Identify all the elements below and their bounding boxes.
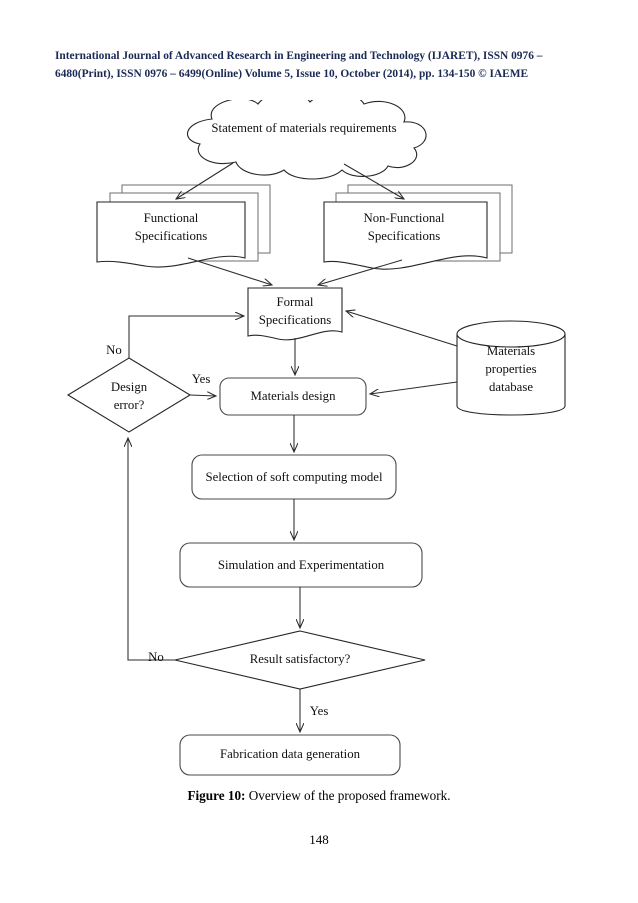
edge-database-to-formal [346, 311, 458, 347]
edge-result-no-to-design-error [128, 438, 175, 661]
edge-label-result-yes: Yes [310, 704, 329, 718]
journal-header: International Journal of Advanced Resear… [55, 47, 585, 83]
node-cloud-statement: Statement of materials requirements [187, 100, 427, 180]
node-database-label-line2: properties [485, 362, 536, 376]
edge-database-to-materials-design [370, 381, 458, 394]
node-fabrication-data: Fabrication data generation [179, 734, 401, 776]
node-materials-design-label: Materials design [251, 389, 337, 403]
edge-design-error-yes-to-materials-design [189, 395, 216, 396]
node-materials-design: Materials design [219, 377, 367, 416]
node-nonfunctional-specifications: Non-Functional Specifications [323, 184, 513, 270]
node-selection-soft-computing: Selection of soft computing model [191, 454, 397, 500]
figure-flowchart: Statement of materials requirements Func… [0, 100, 638, 790]
node-database-label-line1: Materials [487, 344, 535, 358]
journal-header-line2: 6480(Print), ISSN 0976 – 6499(Online) Vo… [55, 68, 529, 80]
node-design-error-label-line2: error? [114, 398, 145, 412]
edge-label-design-yes: Yes [192, 372, 211, 386]
node-database-label-line3: database [489, 380, 533, 394]
node-formal-label-line2: Specifications [259, 313, 332, 327]
node-materials-database: Materials properties database [456, 320, 566, 416]
node-functional-label-line2: Specifications [135, 229, 208, 243]
node-result-satisfactory: Result satisfactory? [174, 630, 426, 690]
node-nonfunctional-label-line2: Specifications [368, 229, 441, 243]
edge-functional-to-formal [187, 257, 272, 285]
node-selection-label: Selection of soft computing model [206, 470, 383, 484]
journal-header-line1: International Journal of Advanced Resear… [55, 50, 543, 62]
page-number: 148 [309, 832, 329, 847]
figure-caption: Figure 10: Overview of the proposed fram… [0, 788, 638, 804]
node-nonfunctional-label-line1: Non-Functional [363, 211, 444, 225]
node-formal-label-line1: Formal [277, 295, 314, 309]
edge-cloud-to-functional [176, 162, 234, 199]
node-design-error: Design error? [66, 357, 192, 433]
edge-cloud-to-nonfunctional [343, 163, 404, 199]
node-result-label: Result satisfactory? [250, 652, 351, 666]
node-formal-specifications: Formal Specifications [247, 287, 343, 341]
node-simulation-label: Simulation and Experimentation [218, 558, 385, 572]
flowchart-canvas: Statement of materials requirements Func… [66, 100, 566, 776]
edge-label-result-no: No [148, 650, 164, 664]
edge-label-design-no: No [106, 343, 122, 357]
edge-design-error-no-to-formal [128, 316, 244, 358]
node-functional-specifications: Functional Specifications [96, 184, 271, 268]
node-simulation-experimentation: Simulation and Experimentation [179, 542, 423, 588]
figure-caption-text: Overview of the proposed framework. [245, 788, 451, 803]
node-design-error-label-line1: Design [111, 380, 148, 394]
edge-nonfunctional-to-formal [318, 259, 403, 285]
node-cloud-label: Statement of materials requirements [211, 121, 396, 135]
node-functional-label-line1: Functional [144, 211, 199, 225]
node-fabrication-label: Fabrication data generation [220, 747, 361, 761]
figure-caption-label: Figure 10: [187, 788, 246, 803]
